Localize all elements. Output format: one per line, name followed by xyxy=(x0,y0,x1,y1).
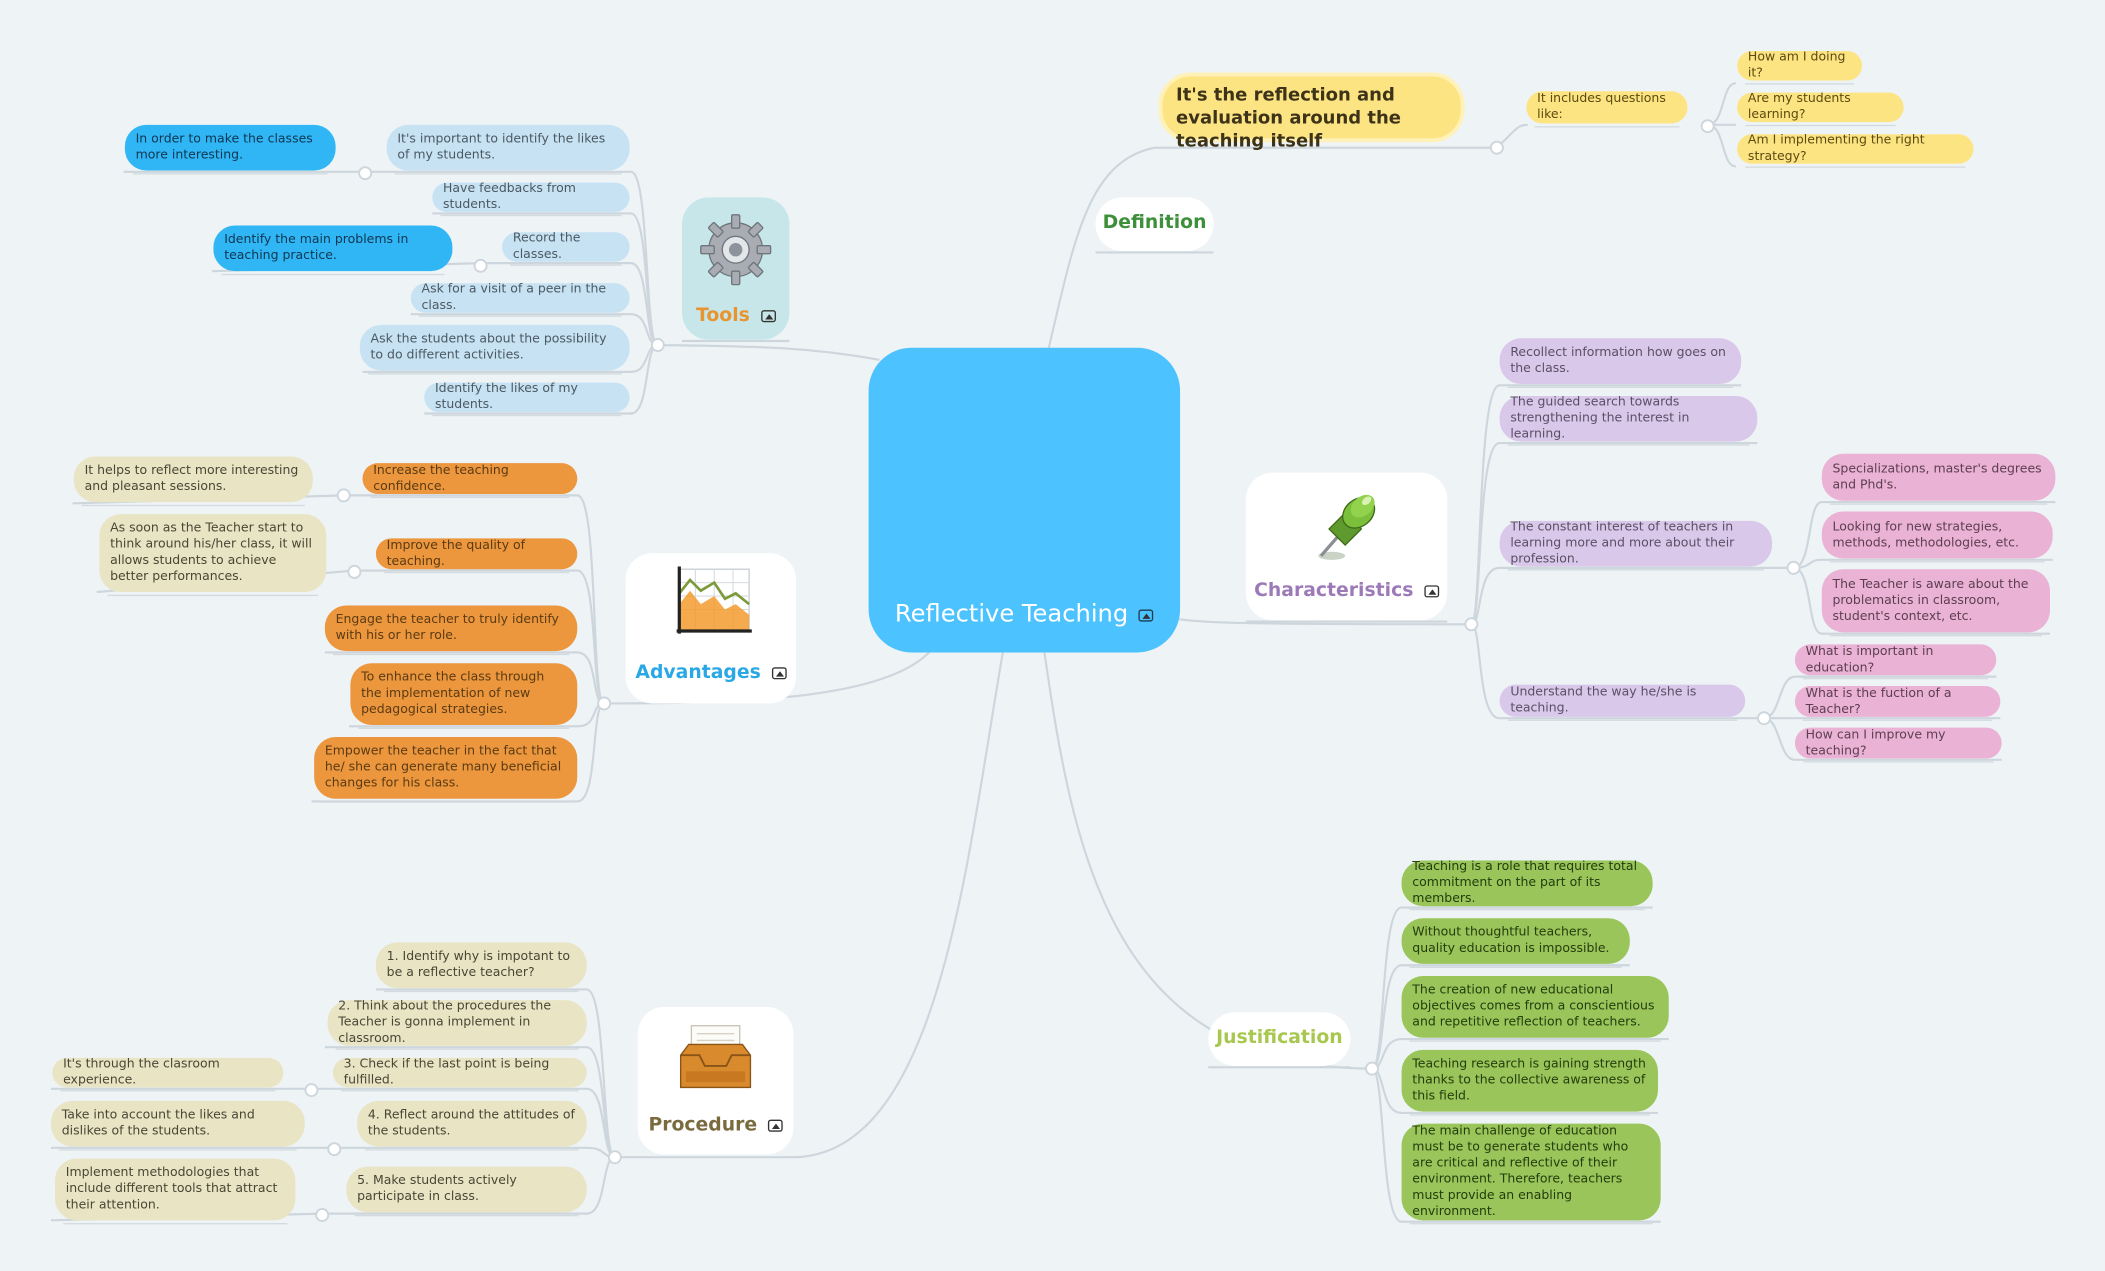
procedure-subitem[interactable]: Implement methodologies that include dif… xyxy=(55,1158,296,1225)
justification-item[interactable]: The creation of new educational objectiv… xyxy=(1401,975,1669,1042)
tools-item[interactable]: Record the classes. xyxy=(502,231,630,266)
topic-definition[interactable]: Definition xyxy=(1095,197,1214,252)
characteristics-subitem[interactable]: The Teacher is aware about the problemat… xyxy=(1821,569,2050,637)
characteristics-item[interactable]: The constant interest of teachers in lea… xyxy=(1499,520,1773,571)
image-icon[interactable] xyxy=(771,666,787,679)
definition-question[interactable]: Are my students learning? xyxy=(1737,91,1904,127)
procedure-item[interactable]: 2. Think about the procedures the Teache… xyxy=(327,999,587,1050)
inbox-tray-icon xyxy=(679,1024,752,1089)
tools-subitem[interactable]: In order to make the classes more intere… xyxy=(124,124,336,175)
topic-procedure[interactable]: Procedure xyxy=(637,1006,794,1155)
tools-item[interactable]: It's important to identify the likes of … xyxy=(386,124,630,175)
chart-icon xyxy=(676,566,752,634)
definition-question[interactable]: How am I doing it? xyxy=(1737,50,1863,85)
image-icon[interactable] xyxy=(767,1118,783,1132)
characteristics-subitem[interactable]: Specializations, master's degrees and Ph… xyxy=(1821,453,2056,505)
characteristics-item[interactable]: Understand the way he/she is teaching. xyxy=(1499,684,1746,721)
characteristics-item[interactable]: The guided search towards strengthening … xyxy=(1499,395,1758,446)
advantages-item[interactable]: Increase the teaching confidence. xyxy=(362,462,578,499)
topic-procedure-label: Procedure xyxy=(638,1114,794,1136)
characteristics-item[interactable]: Recollect information how goes on the cl… xyxy=(1499,338,1742,388)
topic-definition-label: Definition xyxy=(1102,212,1207,234)
tools-item[interactable]: Have feedbacks from students. xyxy=(432,181,630,217)
advantages-subitem[interactable]: It helps to reflect more interesting and… xyxy=(73,456,313,507)
topic-justification-label: Justification xyxy=(1216,1027,1343,1049)
procedure-item[interactable]: 4. Reflect around the attitudes of the s… xyxy=(357,1100,587,1151)
advantages-subitem[interactable]: As soon as the Teacher start to think ar… xyxy=(99,514,327,597)
topic-characteristics[interactable]: Characteristics xyxy=(1245,472,1448,621)
topic-advantages[interactable]: Advantages xyxy=(625,553,797,704)
justification-item[interactable]: Teaching research is gaining strength th… xyxy=(1401,1049,1658,1116)
pushpin-icon xyxy=(1318,494,1376,560)
characteristics-subitem[interactable]: How can I improve my teaching? xyxy=(1794,727,2002,763)
topic-advantages-label: Advantages xyxy=(626,662,796,683)
image-icon[interactable] xyxy=(1138,608,1154,621)
justification-item[interactable]: Teaching is a role that requires total c… xyxy=(1401,859,1653,911)
tools-item[interactable]: Ask for a visit of a peer in the class. xyxy=(410,282,630,317)
procedure-subitem[interactable]: It's through the clasroom experience. xyxy=(52,1057,284,1092)
definition-includes[interactable]: It includes questions like: xyxy=(1526,91,1688,128)
topic-justification[interactable]: Justification xyxy=(1208,1012,1351,1066)
characteristics-subitem[interactable]: What is important in education? xyxy=(1794,644,1997,680)
characteristics-subitem[interactable]: Looking for new strategies, methods, met… xyxy=(1821,511,2053,563)
advantages-item[interactable]: Empower the teacher in the fact that he/… xyxy=(314,737,578,803)
tools-item[interactable]: Identify the likes of my students. xyxy=(424,381,630,417)
definition-question[interactable]: Am I implementing the right strategy? xyxy=(1737,133,1974,168)
advantages-item[interactable]: Engage the teacher to truly identify wit… xyxy=(324,605,578,656)
image-icon[interactable] xyxy=(760,309,776,322)
procedure-subitem[interactable]: Take into account the likes and dislikes… xyxy=(51,1100,305,1151)
advantages-item[interactable]: To enhance the class through the impleme… xyxy=(350,663,578,729)
procedure-item[interactable]: 3. Check if the last point is being fulf… xyxy=(332,1057,587,1092)
procedure-item[interactable]: 5. Make students actively participate in… xyxy=(346,1166,587,1217)
tools-item[interactable]: Ask the students about the possibility t… xyxy=(359,324,630,375)
procedure-item[interactable]: 1. Identify why is impotant to be a refl… xyxy=(375,942,587,993)
justification-item[interactable]: Without thoughtful teachers, quality edu… xyxy=(1401,918,1630,968)
central-topic[interactable]: Reflective Teaching xyxy=(868,347,1181,653)
topic-tools[interactable]: Tools xyxy=(681,197,790,340)
gear-icon xyxy=(700,214,772,286)
justification-item[interactable]: The main challenge of education must be … xyxy=(1401,1123,1661,1225)
central-topic-label: Reflective Teaching xyxy=(869,600,1180,628)
topic-tools-label: Tools xyxy=(682,305,789,326)
characteristics-subitem[interactable]: What is the fuction of a Teacher? xyxy=(1794,685,2001,721)
advantages-item[interactable]: Improve the quality of teaching. xyxy=(375,538,578,574)
image-icon[interactable] xyxy=(1424,584,1439,597)
definition-text[interactable]: It's the reflection and evaluation aroun… xyxy=(1158,72,1465,152)
tools-subitem[interactable]: Identify the main problems in teaching p… xyxy=(213,225,453,276)
topic-characteristics-label: Characteristics xyxy=(1246,580,1447,601)
